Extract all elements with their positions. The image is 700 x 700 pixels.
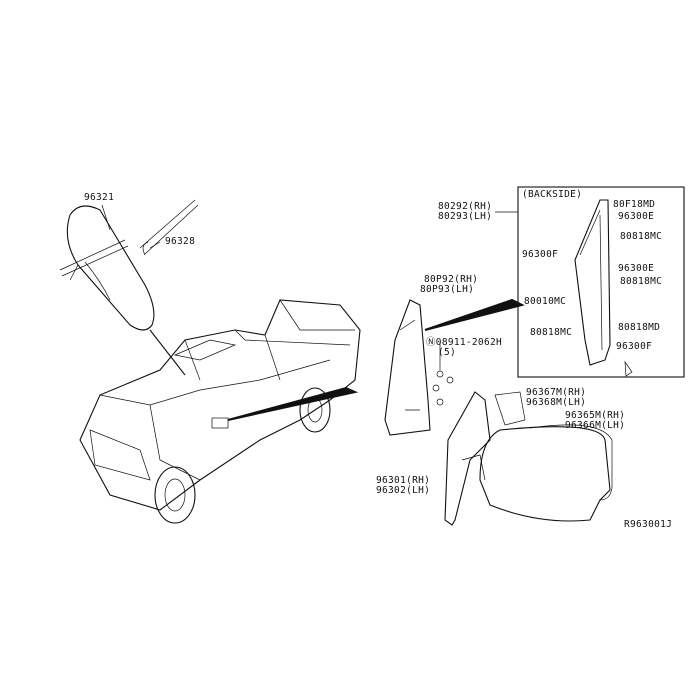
mirror-clip-label: 96328 xyxy=(165,236,196,247)
backside-label: 96300E xyxy=(618,211,655,222)
door-mirror-drawing xyxy=(444,391,613,526)
door-mirror-lh-label: 96302(LH) xyxy=(376,485,431,496)
door-mirror-rh-label: 96301(RH) xyxy=(376,475,431,486)
corner-finisher-drawing xyxy=(384,299,454,436)
backside-label: 80818MC xyxy=(620,276,663,287)
backside-title: (BACKSIDE) xyxy=(522,189,583,200)
corner-finisher-rh-label: 80P92(RH) xyxy=(424,274,479,285)
inner-mirror-label: 96321 xyxy=(84,192,115,203)
backside-label: 96300E xyxy=(618,263,655,274)
inner-mirror-drawing xyxy=(59,204,155,331)
trim-lh-label: 80293(LH) xyxy=(438,211,493,222)
actuator-lh-label: 96368M(LH) xyxy=(526,397,587,408)
mirror-glass-lh-label: 96366M(LH) xyxy=(565,420,626,431)
nut-qty-label: (5) xyxy=(438,347,457,358)
backside-label: 80818MC xyxy=(530,327,573,338)
diagram-code: R963001J xyxy=(624,519,673,530)
backside-label: 96300F xyxy=(522,249,559,260)
mirror-clip-drawing xyxy=(139,199,199,256)
backside-box xyxy=(495,186,685,378)
backside-label: 80818MD xyxy=(618,322,661,333)
mirror-glass-rh-label: 96365M(RH) xyxy=(565,410,626,421)
backside-label: 80818MC xyxy=(620,231,663,242)
backside-label: 80010MC xyxy=(524,296,567,307)
trim-rh-label: 80292(RH) xyxy=(438,201,493,212)
callout-arrows xyxy=(149,298,525,421)
corner-finisher-lh-label: 80P93(LH) xyxy=(420,284,475,295)
backside-label: 80F18MD xyxy=(613,199,656,210)
truck-drawing xyxy=(79,299,361,524)
actuator-rh-label: 96367M(RH) xyxy=(526,387,587,398)
nut-code-label: Ⓝ08911-2062H xyxy=(426,337,503,348)
backside-label: 96300F xyxy=(616,341,653,352)
